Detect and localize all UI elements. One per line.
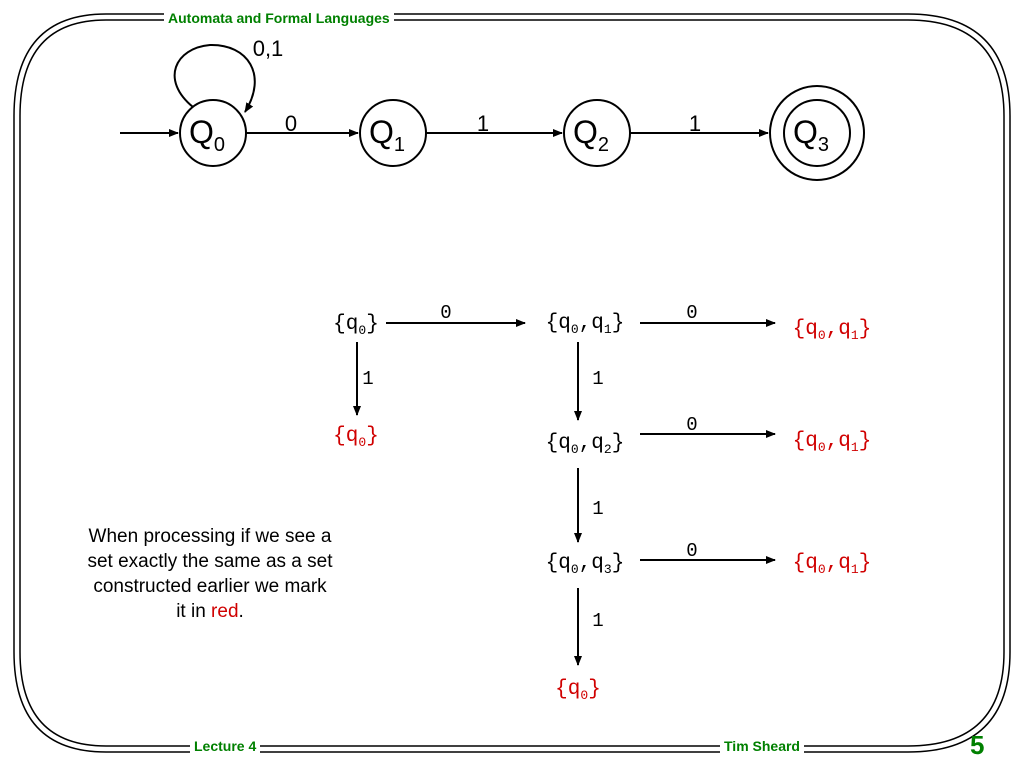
edge-label-e-f: 0	[686, 414, 697, 436]
footer-author: Tim Sheard	[720, 738, 804, 754]
state-set-g: {q0,q3}	[546, 552, 625, 577]
footer-lecture: Lecture 4	[190, 738, 261, 754]
state-subscript: 1	[394, 134, 405, 156]
nfa-diagram: Q0 Q1 Q2 Q3 0,1 0 1 1	[120, 36, 865, 181]
transition-label: 1	[477, 111, 489, 136]
state-set-a: {q0}	[333, 313, 379, 338]
transition-label: 1	[689, 111, 701, 136]
edge-label-b-c: 0	[686, 302, 697, 324]
subset-construction-diagram: {q0} {q0,q1} {q0,q1} {q0} {q0,q2} {q0,q1} {q0,…	[333, 302, 871, 703]
explanation-note: When processing if we see a set exactly …	[86, 524, 334, 624]
note-period: .	[238, 601, 244, 622]
note-text: When processing if we see a set exactly …	[87, 526, 333, 622]
state-subscript: 0	[214, 134, 225, 156]
transition-label: 0,1	[253, 36, 284, 61]
state-q3: Q3	[769, 85, 865, 181]
state-set-e: {q0,q2}	[546, 432, 625, 457]
self-loop-q0	[173, 43, 256, 113]
state-set-d: {q0}	[333, 425, 379, 450]
state-set-h: {q0,q1}	[793, 552, 872, 577]
edge-label-g-h: 0	[686, 540, 697, 562]
accepting-ring	[769, 85, 865, 181]
state-set-i: {q0}	[555, 678, 601, 703]
frame-outer	[13, 13, 1011, 753]
state-set-b: {q0,q1}	[546, 312, 625, 337]
edge-label-a-d: 1	[362, 368, 373, 390]
edge-label-b-e: 1	[592, 368, 603, 390]
state-subscript: 2	[598, 134, 609, 156]
note-highlight: red	[211, 601, 239, 622]
state-q2: Q2	[563, 99, 631, 167]
state-circle	[783, 99, 851, 167]
state-q0: Q0	[179, 99, 247, 167]
edge-label-a-b: 0	[440, 302, 451, 324]
edge-label-g-i: 1	[592, 610, 603, 632]
transition-label: 0	[285, 111, 297, 136]
edge-label-e-g: 1	[592, 498, 603, 520]
page-number: 5	[970, 730, 985, 760]
state-set-c: {q0,q1}	[793, 318, 872, 343]
frame-inner	[19, 19, 1005, 747]
state-set-f: {q0,q1}	[793, 430, 872, 455]
state-subscript: 3	[818, 134, 829, 156]
state-q1: Q1	[359, 99, 427, 167]
header-title: Automata and Formal Languages	[164, 10, 394, 26]
